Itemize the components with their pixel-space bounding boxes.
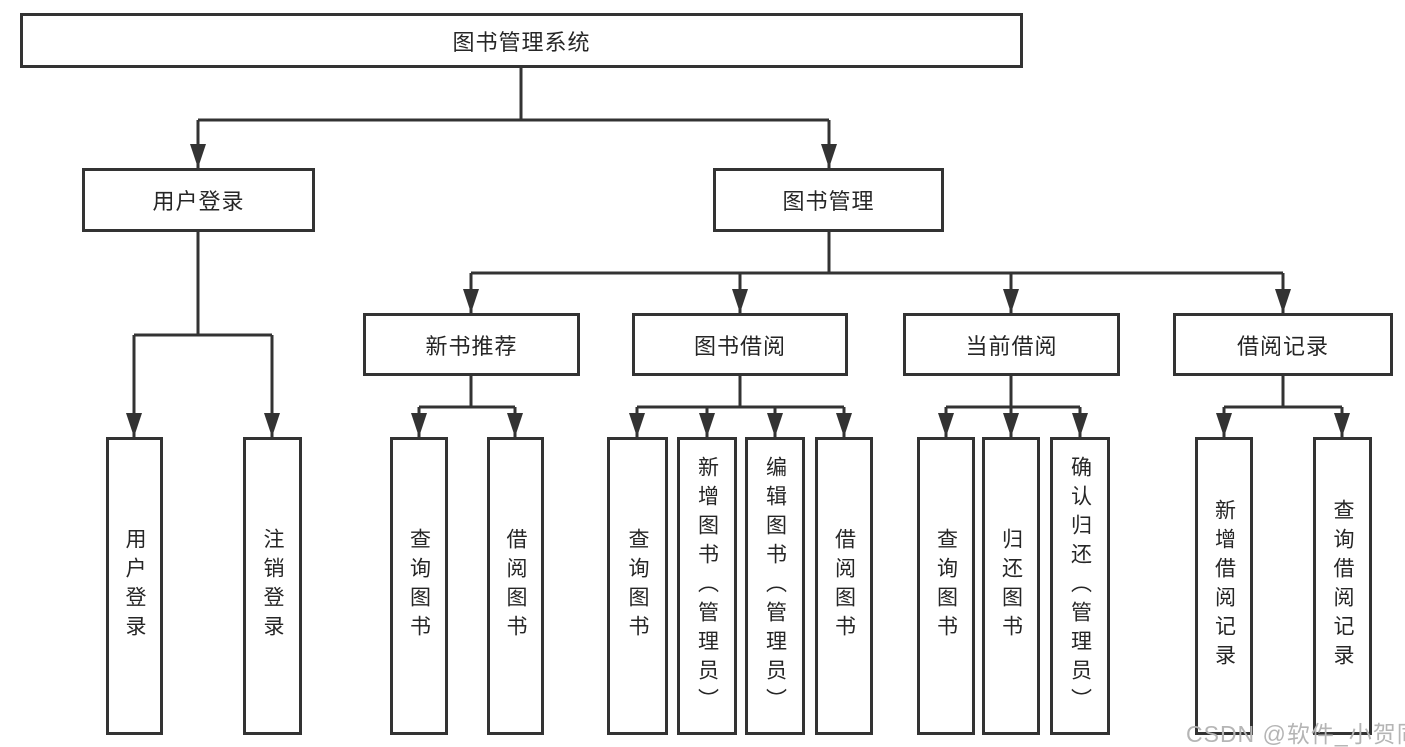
node-book-management: 图书管理 — [713, 168, 944, 232]
node-label: 用户登录 — [152, 189, 245, 214]
node-label: 归还图书 — [999, 528, 1023, 644]
node-label: 新增图书（管理员） — [695, 455, 719, 717]
node-label: 确认归还（管理员） — [1068, 455, 1092, 717]
csdn-watermark: CSDN @软件_小贺同学 — [1186, 721, 1405, 747]
leaf-query-books-borrowing: 查询图书 — [607, 437, 668, 735]
leaf-query-books-current: 查询图书 — [917, 437, 975, 735]
node-label: 查询图书 — [407, 528, 431, 644]
node-label: 新书推荐 — [425, 333, 518, 359]
node-label: 借阅图书 — [504, 528, 527, 644]
node-label: 图书借阅 — [693, 333, 786, 359]
leaf-add-borrow-record: 新增借阅记录 — [1195, 437, 1253, 735]
node-label: 用户登录 — [123, 528, 146, 644]
node-user-login: 用户登录 — [82, 168, 315, 232]
leaf-logout: 注销登录 — [243, 437, 302, 735]
leaf-edit-books-admin: 编辑图书（管理员） — [745, 437, 805, 735]
node-book-borrowing: 图书借阅 — [632, 313, 848, 376]
node-library-management-system: 图书管理系统 — [20, 13, 1023, 68]
node-label: 查询借阅记录 — [1331, 499, 1354, 673]
leaf-return-books: 归还图书 — [982, 437, 1040, 735]
leaf-query-borrow-record: 查询借阅记录 — [1313, 437, 1372, 735]
node-label: 借阅图书 — [832, 528, 856, 644]
node-label: 查询图书 — [934, 528, 958, 644]
node-label: 注销登录 — [261, 528, 284, 644]
leaf-borrow-books: 借阅图书 — [815, 437, 873, 735]
node-label: 编辑图书（管理员） — [763, 455, 787, 717]
node-label: 图书管理系统 — [452, 29, 591, 55]
leaf-confirm-return-admin: 确认归还（管理员） — [1050, 437, 1110, 735]
node-label: 新增借阅记录 — [1212, 499, 1236, 673]
leaf-add-books-admin: 新增图书（管理员） — [677, 437, 737, 735]
leaf-user-login: 用户登录 — [106, 437, 163, 735]
node-borrowing-records: 借阅记录 — [1173, 313, 1393, 376]
leaf-query-books-recommend: 查询图书 — [390, 437, 448, 735]
node-label: 当前借阅 — [965, 333, 1058, 359]
node-label: 借阅记录 — [1236, 333, 1329, 359]
node-label: 图书管理 — [782, 189, 875, 214]
node-label: 查询图书 — [626, 528, 649, 644]
node-current-borrowing: 当前借阅 — [903, 313, 1120, 376]
node-new-book-recommendation: 新书推荐 — [363, 313, 580, 376]
leaf-borrow-books-recommend: 借阅图书 — [487, 437, 544, 735]
